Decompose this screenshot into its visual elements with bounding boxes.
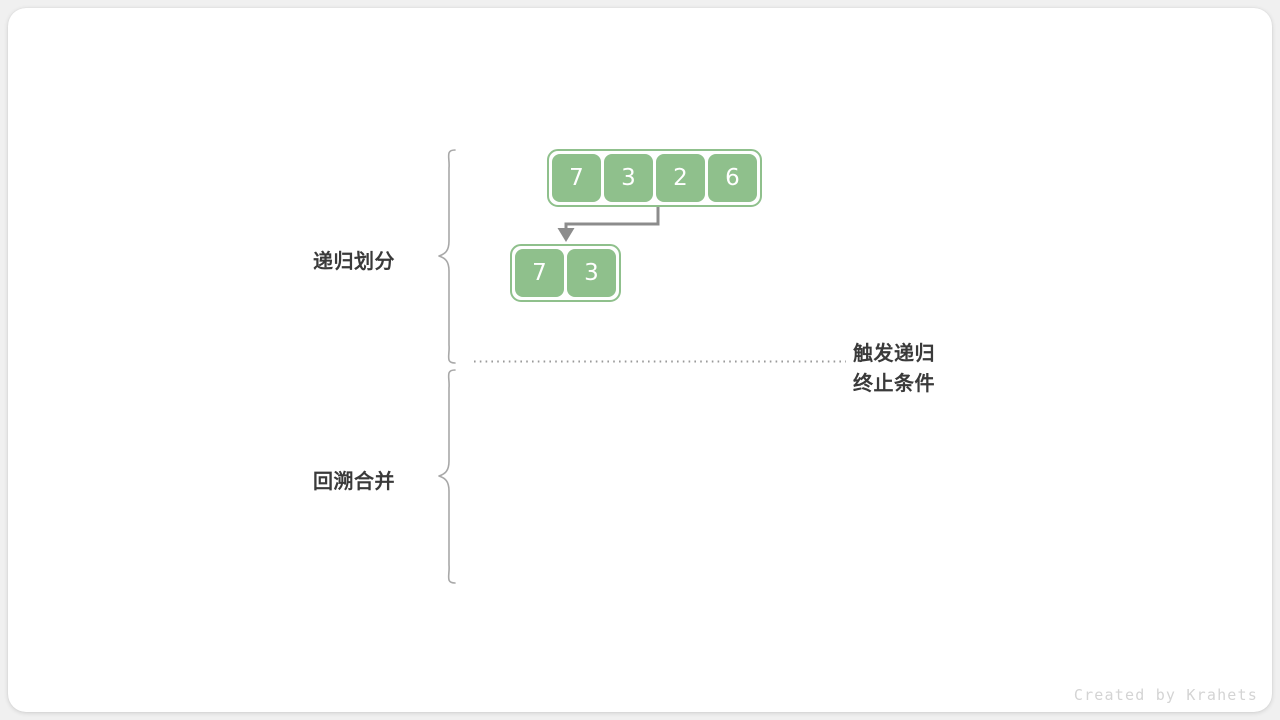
array-cell: 3 bbox=[604, 154, 653, 202]
array-cell: 6 bbox=[708, 154, 757, 202]
phase-label-merge: 回溯合并 bbox=[313, 471, 395, 493]
annotation-line-2: 终止条件 bbox=[853, 373, 935, 395]
array-cell: 7 bbox=[515, 249, 564, 297]
array-level-0: 7 3 2 6 bbox=[547, 149, 762, 207]
credit-text: Created by Krahets bbox=[1073, 686, 1258, 704]
diagram-card: 递归划分 回溯合并 7 3 2 6 7 3 触发递归 终止条件 Created … bbox=[8, 8, 1272, 712]
brace-divide bbox=[438, 149, 456, 364]
diagram-stage: 递归划分 回溯合并 7 3 2 6 7 3 触发递归 终止条件 Created … bbox=[8, 8, 1272, 712]
array-cell: 3 bbox=[567, 249, 616, 297]
annotation-line-1: 触发递归 bbox=[853, 343, 935, 365]
termination-annotation: 触发递归 终止条件 bbox=[853, 339, 935, 399]
split-arrow bbox=[557, 207, 660, 242]
brace-merge bbox=[438, 369, 456, 584]
connector-layer bbox=[438, 149, 846, 584]
array-level-1: 7 3 bbox=[510, 244, 621, 302]
array-cell: 2 bbox=[656, 154, 705, 202]
array-cell: 7 bbox=[552, 154, 601, 202]
phase-label-divide: 递归划分 bbox=[313, 251, 395, 273]
